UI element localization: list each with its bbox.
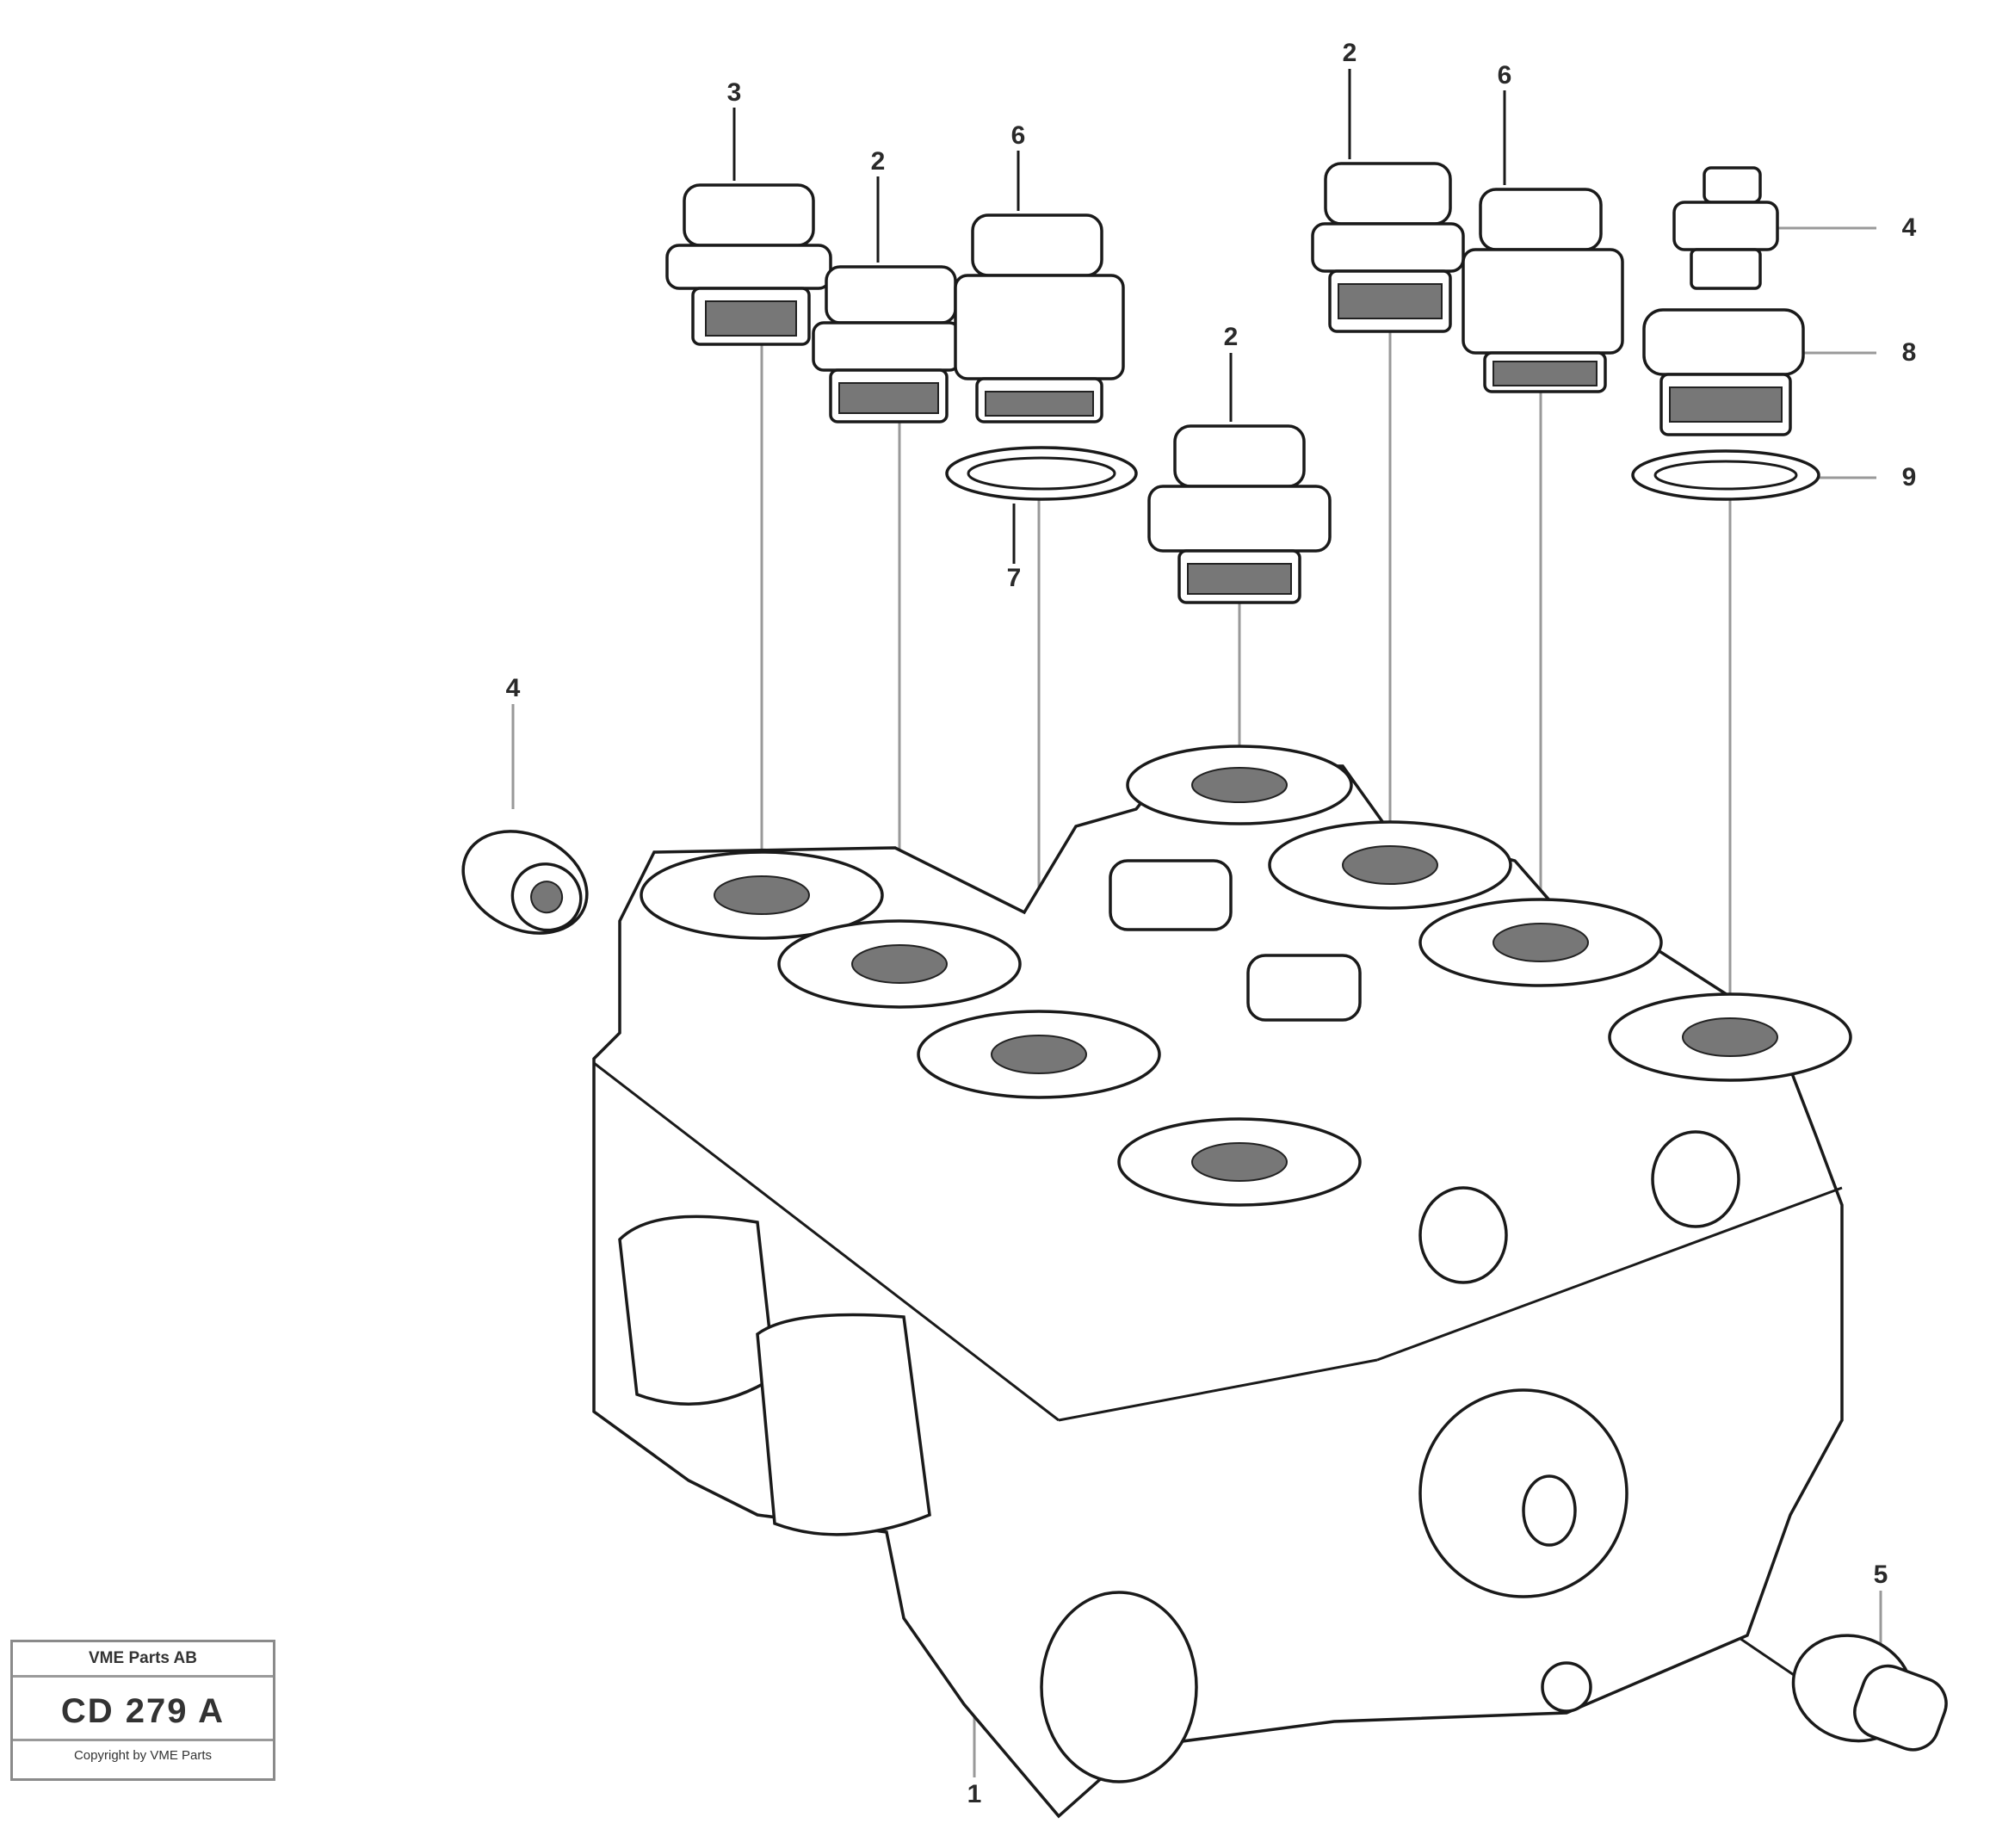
plug-8	[1642, 308, 1805, 436]
callout-4: 4	[1901, 213, 1917, 242]
callout-5: 5	[1873, 1561, 1888, 1589]
fitting-4-left	[461, 830, 589, 935]
plug-6-left	[954, 213, 1125, 423]
callout-2: 2	[870, 147, 886, 176]
stamp-copyright: Copyright by VME Parts	[13, 1739, 273, 1763]
callout-3: 3	[726, 78, 742, 107]
callout-4: 4	[505, 674, 521, 702]
drawing-stamp: VME Parts AB CD 279 A Copyright by VME P…	[10, 1640, 275, 1781]
seal-ring-9	[1631, 449, 1820, 501]
stamp-drawing-code: CD 279 A	[60, 1692, 226, 1730]
callout-6: 6	[1010, 121, 1026, 150]
plug-2-right	[1311, 162, 1465, 333]
plug-6-right	[1462, 188, 1624, 393]
callout-2: 2	[1223, 323, 1239, 351]
plug-2-left	[812, 265, 961, 423]
stamp-company: VME Parts AB	[13, 1649, 273, 1678]
valve-body-1	[592, 745, 1852, 1819]
callout-8: 8	[1901, 338, 1917, 367]
seal-ring-7	[945, 446, 1138, 501]
callout-9: 9	[1901, 463, 1917, 491]
plug-3	[665, 183, 832, 346]
fitting-4-top	[1672, 166, 1779, 290]
callout-7: 7	[1006, 564, 1022, 592]
callout-2: 2	[1342, 39, 1357, 67]
callout-6: 6	[1497, 61, 1512, 90]
plug-5	[1791, 1634, 1948, 1752]
plug-2-middle	[1147, 424, 1332, 604]
callout-1: 1	[967, 1780, 982, 1808]
